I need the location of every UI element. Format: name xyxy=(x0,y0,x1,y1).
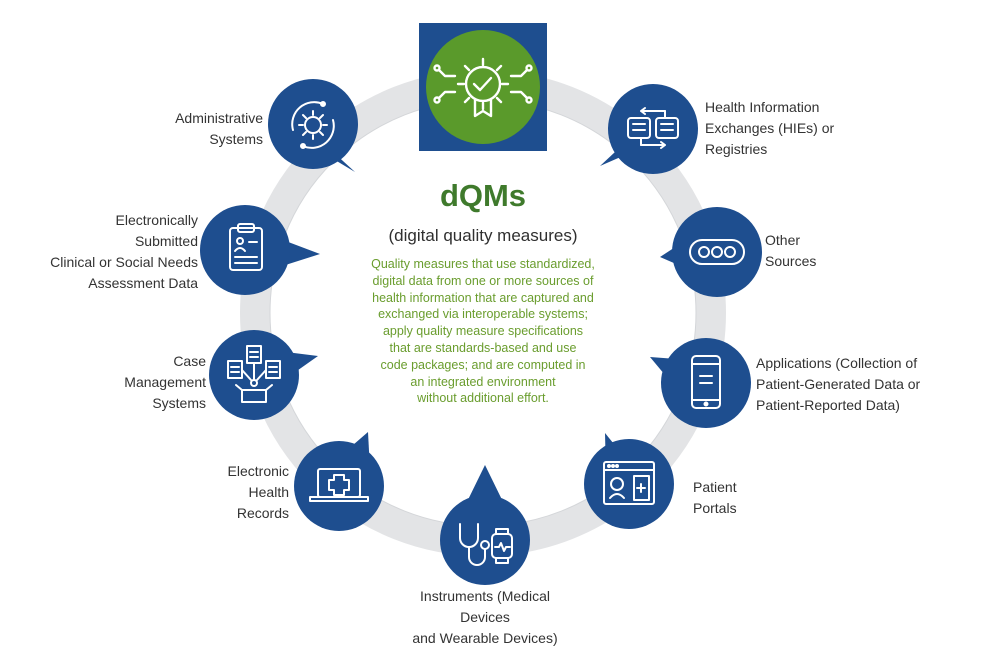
label-line: Health Information xyxy=(705,99,820,115)
node-administrative-systems xyxy=(268,79,358,172)
description-line: code packages; and are computed in xyxy=(380,357,586,372)
label-line: Submitted xyxy=(134,233,198,249)
center-subtitle: (digital quality measures) xyxy=(388,226,578,245)
description-line: Quality measures that use standardized, xyxy=(371,257,595,271)
label-line: Assessment Data xyxy=(88,275,198,291)
label-administrative-systems: Administrative Systems xyxy=(175,108,263,150)
node-applications xyxy=(650,338,751,428)
label-electronically-submitted: Electronically Submitted Clinical or Soc… xyxy=(50,210,198,294)
node-electronically-submitted xyxy=(200,205,320,295)
label-applications: Applications (Collection of Patient-Gene… xyxy=(756,353,920,416)
label-case-management-systems: Case Management Systems xyxy=(124,351,206,414)
label-line: Systems xyxy=(209,131,263,147)
node-health-information-exchanges xyxy=(600,84,698,174)
label-line: Exchanges (HIEs) or xyxy=(705,120,835,136)
label-line: Systems xyxy=(152,395,206,411)
label-line: Records xyxy=(236,505,289,521)
gear-cycle-icon xyxy=(291,101,335,149)
label-line: Portals xyxy=(693,500,737,516)
mobile-phone-icon xyxy=(691,355,721,409)
label-line: Patient-Generated Data or xyxy=(756,376,921,392)
label-line: Patient xyxy=(693,479,737,495)
description-line: digital data from one or more sources of xyxy=(372,273,594,288)
node-electronic-health-records xyxy=(294,432,384,531)
label-other-sources: Other Sources xyxy=(765,230,816,272)
center-title: dQMs xyxy=(439,178,527,213)
label-line: Clinical or Social Needs xyxy=(50,254,198,270)
description-line: health information that are captured and xyxy=(372,290,594,305)
quality-badge-icon xyxy=(433,57,533,118)
description-line: an integrated environment xyxy=(410,374,556,389)
label-line: Case xyxy=(173,353,206,369)
node-instruments xyxy=(440,465,530,585)
dqm-hub xyxy=(419,23,547,151)
description-line: exchanged via interoperable systems; xyxy=(378,307,588,322)
label-line: Electronically xyxy=(115,212,198,228)
web-portal-icon xyxy=(603,461,655,505)
description-line: apply quality measure specifications xyxy=(382,324,584,339)
label-health-information-exchanges: Health Information Exchanges (HIEs) or R… xyxy=(705,97,834,160)
label-line: Other xyxy=(765,232,801,248)
label-line: Sources xyxy=(765,253,817,269)
label-line: Devices xyxy=(460,609,510,625)
label-patient-portals: Patient Portals xyxy=(693,477,737,519)
label-electronic-health-records: Electronic Health Records xyxy=(228,461,289,524)
ellipsis-icon xyxy=(689,239,745,265)
label-instruments: Instruments (Medical Devices and Wearabl… xyxy=(385,586,585,649)
laptop-medical-icon xyxy=(309,468,369,502)
description-line: without additional effort. xyxy=(417,391,549,406)
label-line: and Wearable Devices) xyxy=(412,630,558,646)
label-line: Administrative xyxy=(175,110,263,126)
label-line: Electronic xyxy=(227,463,289,479)
label-line: Registries xyxy=(705,141,768,157)
description-line: that are standards-based and use xyxy=(389,340,577,355)
clipboard-icon xyxy=(229,223,263,271)
label-line: Management xyxy=(124,374,206,390)
exchange-icon xyxy=(627,107,679,149)
stethoscope-watch-icon xyxy=(459,523,513,566)
center-description: Quality measures that use standardized, … xyxy=(343,256,623,407)
label-line: Health xyxy=(248,484,289,500)
label-line: Applications (Collection of xyxy=(756,355,918,371)
label-line: Instruments (Medical xyxy=(420,588,550,604)
documents-box-icon xyxy=(227,345,281,403)
node-case-management-systems xyxy=(209,330,318,420)
label-line: Patient-Reported Data) xyxy=(756,397,900,413)
node-patient-portals xyxy=(584,433,674,529)
node-other-sources xyxy=(660,207,762,297)
